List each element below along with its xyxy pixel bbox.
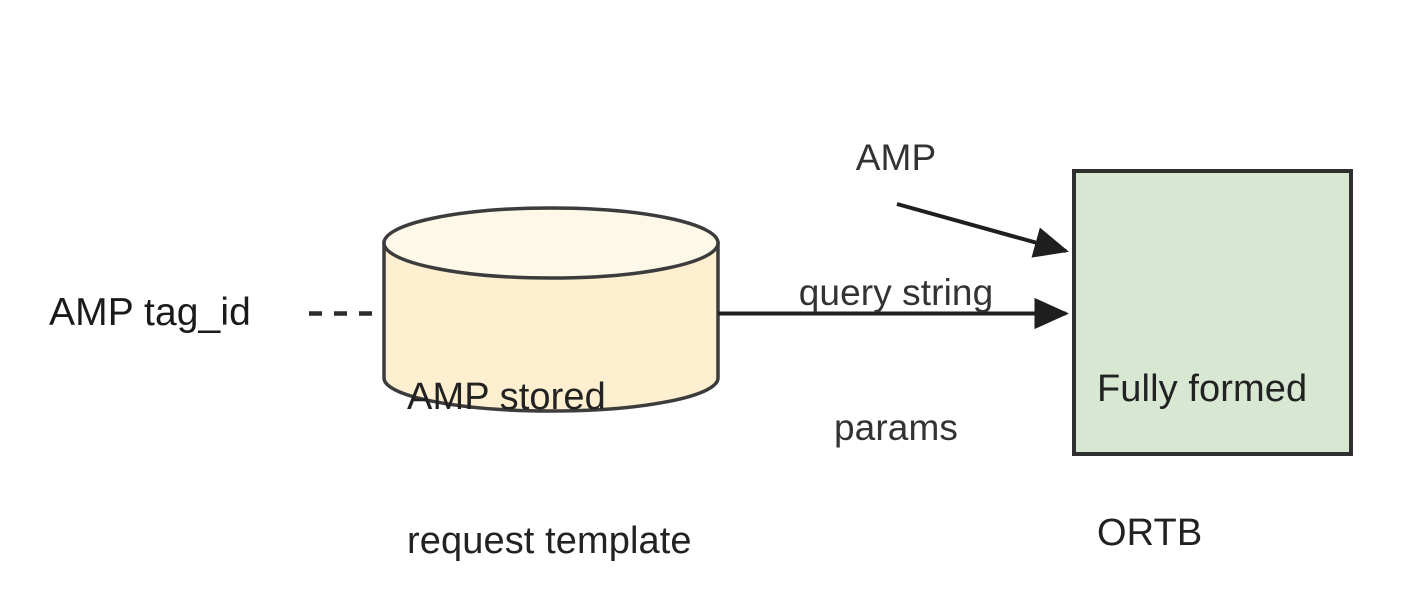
node-amp-stored-request-template[interactable] [382, 206, 720, 413]
qs-params-line-1: AMP [855, 137, 937, 178]
edge-query-params-to-ortb [896, 202, 1069, 258]
ortb-label-line-2: ORTB [1097, 512, 1203, 554]
cylinder-label-line-2: request template [407, 520, 692, 562]
node-fully-formed-ortb[interactable] [1072, 169, 1353, 456]
cylinder-top-ellipse [382, 206, 720, 280]
fully-formed-ortb-label: Fully formed ORTB [1097, 269, 1307, 605]
cylinder-body [382, 241, 720, 413]
amp-tag-id-label: AMP tag_id [49, 291, 251, 334]
cylinder-label-line-1: AMP stored [407, 376, 606, 418]
ortb-box [1072, 169, 1353, 456]
amp-query-string-params-label: AMP query string params [791, 45, 1001, 495]
qs-params-line-3: params [834, 407, 958, 448]
diagram-canvas [309, 169, 1353, 456]
amp-stored-request-template-label: AMP stored request template [407, 277, 692, 613]
ortb-label-line-1: Fully formed [1097, 368, 1308, 410]
diagonal-connector-line [896, 202, 1069, 258]
qs-params-line-2: query string [798, 272, 994, 313]
